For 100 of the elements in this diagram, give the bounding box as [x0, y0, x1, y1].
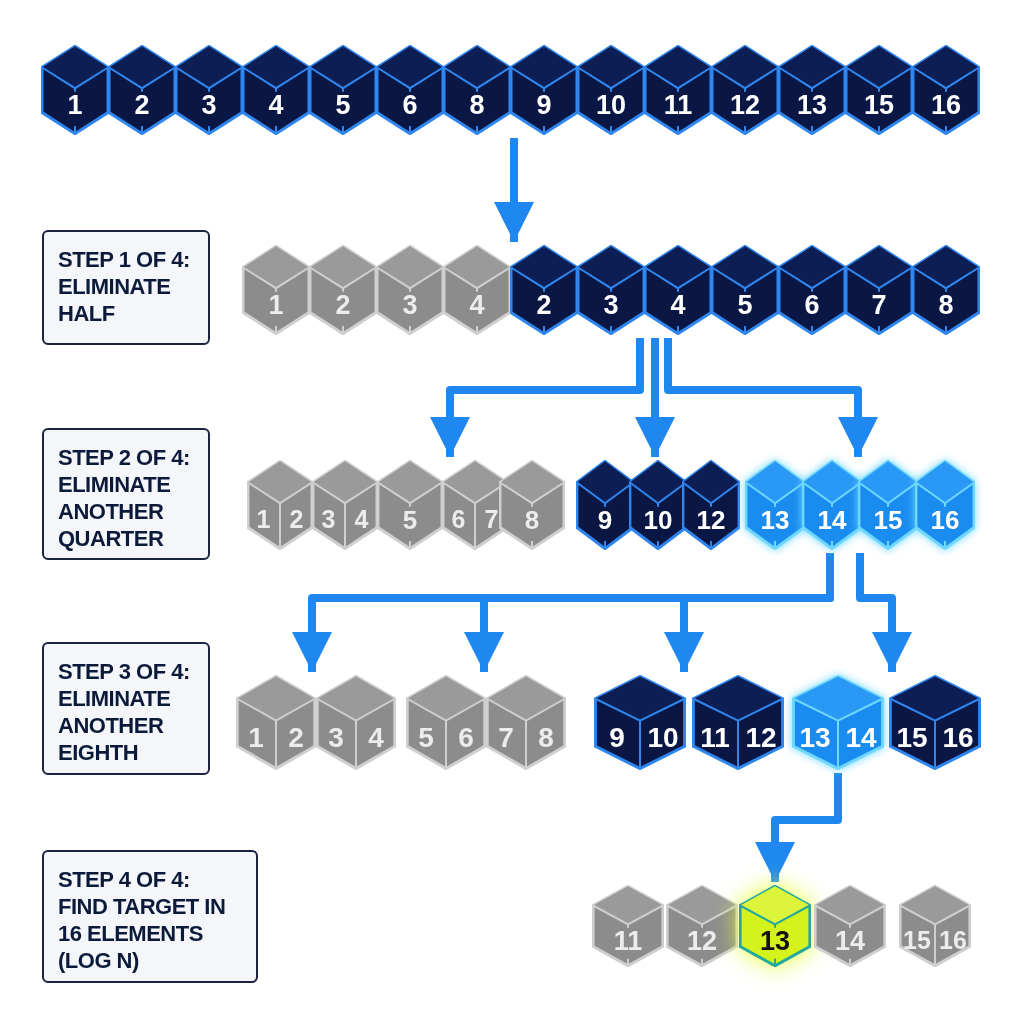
cube [309, 45, 377, 135]
cube [915, 460, 975, 550]
cube-number: 7 [870, 291, 888, 319]
cube [510, 45, 578, 135]
cube-number: 10 [594, 91, 627, 119]
step-description: FIND TARGET IN 16 ELEMENTS (LOG N) [58, 893, 227, 974]
cube [247, 460, 313, 550]
step-description: ELIMINATE HALF [58, 273, 172, 327]
cube-number: 3 [602, 291, 620, 319]
cube [309, 245, 377, 335]
cube [376, 45, 444, 135]
cube-number: 15 [895, 724, 929, 753]
step-description: ELIMINATE ANOTHER QUARTER [58, 471, 172, 552]
step-box [42, 428, 210, 560]
cube-number: 2 [133, 91, 151, 119]
cube [108, 45, 176, 135]
cube [577, 45, 645, 135]
cube [510, 245, 578, 335]
cube-number: 16 [929, 506, 961, 533]
cube-number: 15 [902, 927, 932, 953]
cube-number: 10 [642, 506, 674, 533]
cube-number: 15 [872, 506, 904, 533]
cube [845, 45, 913, 135]
cube [858, 460, 918, 550]
cube [175, 45, 243, 135]
cube-number: 13 [758, 927, 791, 955]
cube [499, 460, 565, 550]
step-box [42, 230, 210, 345]
cube [236, 675, 316, 770]
cube [629, 460, 687, 550]
cube-number: 5 [736, 291, 754, 319]
cube-number: 6 [457, 724, 475, 753]
cube-number: 12 [695, 506, 727, 533]
cube-number: 8 [937, 291, 955, 319]
cube-number: 15 [862, 91, 895, 119]
cube [377, 460, 443, 550]
cube-number: 11 [699, 724, 731, 753]
cube [577, 245, 645, 335]
cube [792, 675, 884, 770]
cube-number: 9 [608, 724, 626, 753]
cube-number: 3 [327, 724, 345, 753]
cube [312, 460, 378, 550]
cube [889, 675, 981, 770]
cube-number: 11 [612, 927, 644, 955]
cube [912, 245, 980, 335]
cube-number: 1 [66, 91, 84, 119]
cube-number: 13 [795, 91, 828, 119]
cube [576, 460, 634, 550]
cube [745, 460, 805, 550]
cube-number: 12 [728, 91, 761, 119]
cube-number: 13 [759, 506, 791, 533]
cube-number: 10 [646, 724, 680, 753]
cube [443, 45, 511, 135]
cube [666, 885, 738, 967]
step-description: ELIMINATE ANOTHER EIGHTH [58, 685, 172, 766]
step-box [42, 850, 258, 983]
cube-number: 12 [685, 927, 718, 955]
cube [899, 885, 971, 967]
cube [711, 245, 779, 335]
cube-number: 2 [287, 724, 305, 753]
cube-number: 6 [450, 506, 467, 532]
cube-number: 7 [497, 724, 515, 753]
cube [778, 245, 846, 335]
cube [41, 45, 109, 135]
cube-number: 5 [417, 724, 435, 753]
step-heading: STEP 3 OF 4: [58, 658, 191, 685]
cube [814, 885, 886, 967]
cube-number: 4 [353, 506, 370, 532]
cube [802, 460, 862, 550]
cube-number: 13 [798, 724, 832, 753]
cube-number: 2 [288, 506, 305, 532]
cube-number: 12 [744, 724, 778, 753]
cube-number: 14 [844, 724, 878, 753]
cube-number: 11 [662, 91, 694, 119]
cube [711, 45, 779, 135]
cube-number: 3 [200, 91, 218, 119]
cube-number: 1 [267, 291, 285, 319]
cube [594, 675, 686, 770]
cube-number: 1 [247, 724, 265, 753]
cube [376, 245, 444, 335]
cube-number: 2 [535, 291, 553, 319]
cube-number: 3 [401, 291, 419, 319]
step-heading: STEP 2 OF 4: [58, 444, 191, 471]
cube [692, 675, 784, 770]
cube-number: 6 [401, 91, 419, 119]
cube-number: 5 [334, 91, 352, 119]
cube-number: 9 [535, 91, 553, 119]
cube-number: 4 [468, 291, 486, 319]
cube-number: 2 [334, 291, 352, 319]
cube [316, 675, 396, 770]
cube-number: 6 [803, 291, 821, 319]
cube [912, 45, 980, 135]
cube [406, 675, 486, 770]
cube [644, 45, 712, 135]
cube-number: 16 [941, 724, 975, 753]
cube-number: 8 [468, 91, 486, 119]
cube [778, 45, 846, 135]
cube [739, 885, 811, 967]
cube-number: 7 [483, 506, 500, 532]
cube [682, 460, 740, 550]
